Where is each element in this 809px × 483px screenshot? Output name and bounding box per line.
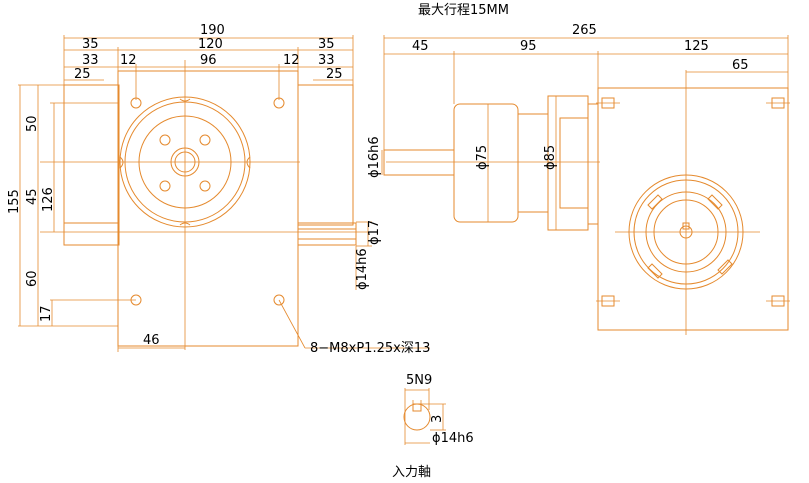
- dim-33-right: 33: [318, 53, 335, 68]
- dim-12-left: 12: [120, 53, 137, 68]
- dim-60: 60: [25, 270, 40, 287]
- drawing-title: 最大行程15MM: [418, 3, 509, 18]
- dia-75: ϕ75: [475, 145, 490, 170]
- dia-14h6: ϕ14h6: [355, 248, 370, 290]
- dim-17: 17: [39, 305, 54, 322]
- dim-96: 96: [200, 53, 217, 68]
- dim-12-right: 12: [283, 53, 300, 68]
- housing-outer-circle: [628, 174, 744, 290]
- bolt-hole: [273, 294, 285, 306]
- output-shaft: [383, 149, 455, 176]
- left-block: [63, 84, 120, 246]
- dia-85: ϕ85: [543, 145, 558, 170]
- shaft-section: [403, 403, 431, 431]
- front-plate: [117, 70, 299, 347]
- keyway-depth: 3: [430, 415, 445, 423]
- dim-25-left: 25: [74, 67, 91, 82]
- dim-120: 120: [198, 37, 223, 52]
- table-center-hole: [170, 147, 200, 177]
- dim-65: 65: [732, 58, 749, 73]
- dim-265: 265: [572, 23, 597, 38]
- dim-35-left: 35: [82, 37, 99, 52]
- shaft-detail: 5N9 3 ϕ14h6: [403, 373, 474, 446]
- side-view: 265 45 95 125 65 ϕ16h6 ϕ75 ϕ85: [367, 23, 790, 335]
- shaft-detail-diameter: ϕ14h6: [432, 431, 474, 446]
- front-view: 190 35 120 35 33 12 96 12 33 25 25 46 50…: [7, 23, 430, 356]
- dia-17: ϕ17: [367, 220, 382, 245]
- dim-155: 155: [7, 189, 22, 214]
- dim-46: 46: [143, 333, 160, 348]
- keyway-label: 5N9: [406, 373, 432, 388]
- dim-45: 45: [25, 188, 40, 205]
- dim-95: 95: [520, 39, 537, 54]
- dim-45-side: 45: [412, 39, 429, 54]
- dim-33-left: 33: [82, 53, 99, 68]
- left-block-tab: [63, 222, 120, 246]
- dim-35-right: 35: [318, 37, 335, 52]
- dim-125: 125: [684, 39, 709, 54]
- right-block: [297, 84, 354, 226]
- dim-25-right: 25: [326, 67, 343, 82]
- bolt-callout: 8−M8xP1.25x深13: [310, 341, 430, 356]
- right-shaft-stub: [297, 222, 357, 246]
- dim-126: 126: [41, 187, 56, 212]
- keyed-bore: [679, 225, 693, 239]
- gear-housing: [597, 87, 789, 331]
- input-shaft-caption: 入力軸: [392, 465, 431, 480]
- dim-190: 190: [200, 23, 225, 38]
- dia-16h6: ϕ16h6: [367, 136, 382, 178]
- table-outer-circle: [119, 96, 251, 228]
- dim-50: 50: [25, 115, 40, 132]
